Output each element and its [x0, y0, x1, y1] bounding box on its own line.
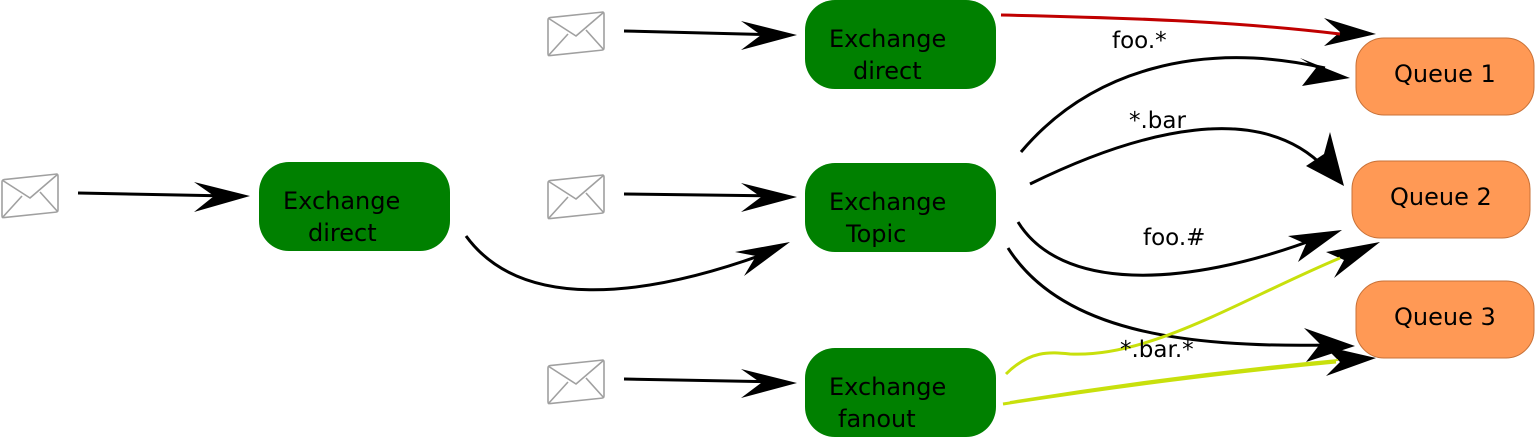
envelope-icon [547, 174, 605, 220]
arrow-msg-to-direct-top [623, 29, 786, 37]
arrowhead-direct-left [194, 182, 250, 212]
arrowhead-queue3 [1304, 328, 1355, 362]
arrowhead-queue2-b [1288, 230, 1342, 262]
routing-key-star-bar: *.bar [1129, 108, 1187, 134]
exchange-label-line1: Exchange [283, 187, 400, 215]
routing-key-star-bar-star: *.bar.* [1120, 337, 1194, 363]
exchange-label-line1: Exchange [829, 25, 946, 53]
arrowhead-into-topic [735, 242, 790, 276]
arrow-msg-to-direct-left [77, 191, 231, 198]
exchange-box [805, 163, 996, 252]
envelope-icon [547, 359, 605, 405]
message-envelope-middle [547, 174, 605, 220]
queue-3[interactable]: Queue 3 [1355, 280, 1535, 359]
queue-box [1355, 280, 1535, 359]
exchange-direct-top[interactable]: Exchange direct [805, 0, 996, 89]
queue-2[interactable]: Queue 2 [1351, 160, 1531, 239]
queue-label: Queue 3 [1394, 303, 1496, 331]
routing-key-foo-star: foo.* [1112, 28, 1167, 54]
arrow-direct-left-to-topic [464, 235, 771, 292]
exchange-fanout[interactable]: Exchange fanout [805, 348, 996, 437]
envelope-icon [1, 173, 59, 219]
arrows-black [77, 29, 1331, 384]
exchange-label-line2: Topic [845, 220, 906, 248]
arrowheads-black [194, 18, 1380, 398]
arrowhead-fanout [741, 369, 797, 398]
queue-label: Queue 1 [1394, 60, 1496, 88]
arrow-star-bar-star-to-queue3 [1006, 247, 1331, 347]
arrowhead-queue1 [1300, 58, 1350, 86]
message-envelope-top [547, 11, 605, 57]
arrow-foo-hash-to-queue2 [1016, 221, 1319, 277]
arrow-direct-top-to-queue1 [1000, 13, 1341, 36]
queue-box [1355, 37, 1535, 116]
message-envelope-bottom [547, 359, 605, 405]
exchange-box [805, 0, 996, 89]
exchange-box [805, 348, 996, 437]
exchange-label-line1: Exchange [829, 373, 946, 401]
arrowhead-topic [741, 183, 797, 212]
arrow-foo-star-to-queue1 [1019, 56, 1326, 153]
queue-box [1351, 160, 1531, 239]
arrow-star-bar-to-queue2 [1029, 127, 1327, 186]
exchange-label-line1: Exchange [829, 188, 946, 216]
envelope-icon [547, 11, 605, 57]
arrow-msg-to-fanout [623, 377, 786, 384]
arrowhead-queue2-a [1306, 132, 1344, 186]
message-envelope-left [1, 173, 59, 219]
arrowhead-queue2-green [1326, 242, 1380, 278]
arrow-msg-to-topic [623, 192, 786, 198]
exchange-label-line2: direct [853, 57, 922, 85]
arrows-fanout [1002, 256, 1341, 406]
arrowhead-queue1-red [1324, 18, 1376, 46]
exchange-label-line2: fanout [838, 405, 916, 433]
queue-label: Queue 2 [1390, 183, 1492, 211]
arrow-fanout-to-queue3 [1002, 360, 1337, 406]
exchange-direct-left[interactable]: Exchange direct [259, 162, 450, 251]
arrowhead-direct-top [741, 21, 797, 50]
arrow-fanout-to-queue2 [1004, 256, 1341, 376]
exchange-label-line2: direct [308, 219, 377, 247]
arrowhead-queue3-green [1324, 346, 1376, 376]
routing-key-foo-hash: foo.# [1143, 225, 1205, 251]
arrow-fanout-to-queue3-b [1009, 359, 1339, 403]
exchange-topic[interactable]: Exchange Topic [805, 163, 996, 252]
queue-1[interactable]: Queue 1 [1355, 37, 1535, 116]
exchange-box [259, 162, 450, 251]
